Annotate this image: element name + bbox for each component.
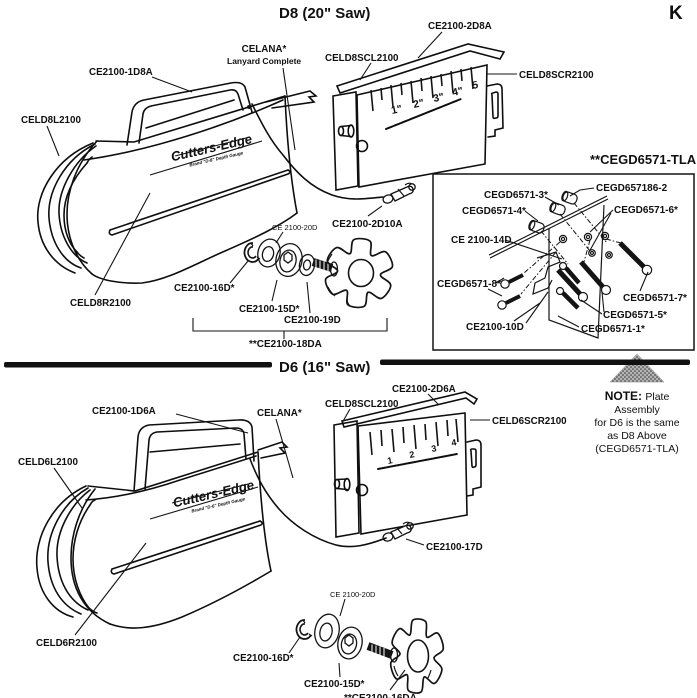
- svg-text:CELD8SCL2100: CELD8SCL2100: [325, 53, 399, 64]
- svg-text:Lanyard Complete: Lanyard Complete: [227, 56, 301, 66]
- svg-text:CE 2100-20D: CE 2100-20D: [272, 223, 318, 232]
- svg-text:CE2100-16D*: CE2100-16D*: [174, 283, 235, 294]
- svg-text:CELANA*: CELANA*: [242, 44, 287, 55]
- svg-text:D8 (20" Saw): D8 (20" Saw): [279, 5, 370, 22]
- svg-text:**CEGD6571-TLA: **CEGD6571-TLA: [590, 152, 697, 167]
- svg-text:CELD8R2100: CELD8R2100: [70, 298, 132, 309]
- svg-text:CEGD6571-4*: CEGD6571-4*: [462, 206, 526, 217]
- svg-text:CE 2100-14D: CE 2100-14D: [451, 235, 512, 246]
- svg-text:CELD6SCR2100: CELD6SCR2100: [492, 416, 567, 427]
- svg-text:CELD8L2100: CELD8L2100: [21, 115, 81, 126]
- svg-text:4: 4: [450, 437, 457, 448]
- svg-text:CEGD6571-8*: CEGD6571-8*: [437, 279, 501, 290]
- svg-text:CEGD6571-3*: CEGD6571-3*: [484, 190, 548, 201]
- svg-text:5: 5: [471, 79, 479, 92]
- svg-text:CELD8SCR2100: CELD8SCR2100: [519, 70, 594, 81]
- svg-text:3: 3: [430, 443, 437, 454]
- svg-text:3": 3": [432, 91, 445, 105]
- svg-text:CE2100-16D*: CE2100-16D*: [233, 653, 294, 664]
- svg-text:**CE2100-18DA: **CE2100-18DA: [249, 339, 322, 350]
- svg-text:CE2100-19D: CE2100-19D: [284, 315, 341, 326]
- svg-text:Assembly: Assembly: [614, 404, 660, 416]
- svg-text:(CEGD6571-TLA): (CEGD6571-TLA): [595, 443, 678, 455]
- svg-text:1": 1": [390, 103, 403, 117]
- svg-text:**CE2100-16DA: **CE2100-16DA: [344, 693, 417, 698]
- svg-text:CELD8SCL2100: CELD8SCL2100: [325, 399, 399, 410]
- svg-text:CE2100-15D*: CE2100-15D*: [304, 679, 365, 690]
- svg-text:NOTE: Plate: NOTE: Plate: [605, 389, 670, 403]
- svg-text:4": 4": [451, 85, 464, 99]
- svg-text:CELD6R2100: CELD6R2100: [36, 638, 98, 649]
- svg-text:1: 1: [386, 455, 393, 466]
- svg-text:CE2100-2D10A: CE2100-2D10A: [332, 219, 403, 230]
- svg-text:2: 2: [408, 449, 415, 460]
- svg-text:CEGD6571-7*: CEGD6571-7*: [623, 293, 687, 304]
- svg-text:CEGD6571-5*: CEGD6571-5*: [603, 310, 667, 321]
- svg-text:CELD6L2100: CELD6L2100: [18, 457, 78, 468]
- svg-text:as D8 Above: as D8 Above: [607, 430, 667, 442]
- svg-text:CE 2100-20D: CE 2100-20D: [330, 590, 376, 599]
- svg-text:CE2100-1D6A: CE2100-1D6A: [92, 406, 156, 417]
- svg-text:CE2100-10D: CE2100-10D: [466, 322, 524, 333]
- svg-text:2": 2": [412, 97, 425, 111]
- svg-text:for D6 is the same: for D6 is the same: [594, 417, 679, 429]
- svg-text:CE2100-17D: CE2100-17D: [426, 542, 483, 553]
- svg-text:CEGD6571-1*: CEGD6571-1*: [581, 324, 645, 335]
- svg-text:CEGD657186-2: CEGD657186-2: [596, 183, 668, 194]
- svg-text:CE2100-2D6A: CE2100-2D6A: [392, 384, 456, 395]
- svg-text:CE2100-15D*: CE2100-15D*: [239, 304, 300, 315]
- svg-text:CEGD6571-6*: CEGD6571-6*: [614, 205, 678, 216]
- svg-text:CE2100-1D8A: CE2100-1D8A: [89, 67, 153, 78]
- svg-text:CELANA*: CELANA*: [257, 408, 302, 419]
- svg-text:K: K: [669, 3, 683, 24]
- svg-text:CE2100-2D8A: CE2100-2D8A: [428, 21, 492, 32]
- svg-text:D6 (16" Saw): D6 (16" Saw): [279, 359, 370, 376]
